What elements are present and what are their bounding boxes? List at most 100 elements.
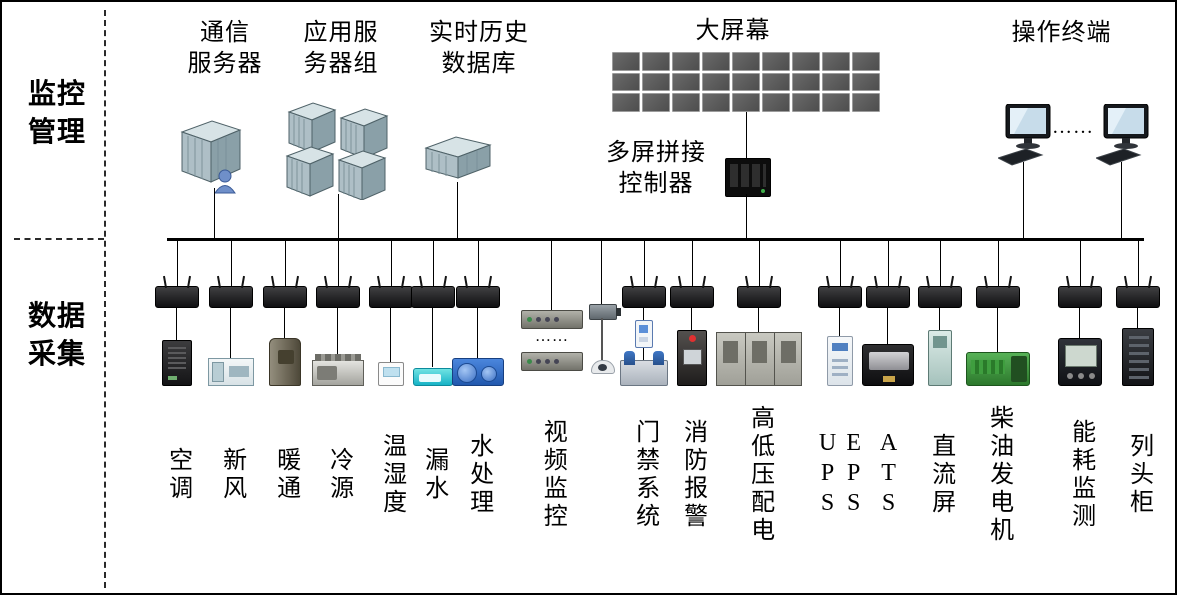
ats-breaker-icon	[862, 344, 914, 386]
bus-drop-line	[887, 240, 889, 286]
label-zone: 消防报警	[664, 392, 720, 557]
operator-terminal-label: 操作终端	[1011, 20, 1112, 46]
screen-cell	[702, 93, 730, 112]
device-zone	[203, 308, 259, 392]
wall-to-controller-line	[746, 112, 747, 158]
air-conditioner-icon	[162, 340, 192, 386]
terminal-ellipsis: ……	[1052, 116, 1094, 138]
device-zone	[310, 308, 366, 392]
data-gateway-icon	[456, 286, 500, 308]
channel-hv-lv-distribution: 高低压配电	[714, 240, 804, 557]
bus-drop-line	[939, 240, 941, 286]
channel-label: 高低压配电	[746, 404, 773, 545]
channel-label: 消防报警	[679, 418, 706, 531]
channel-label: 柴油发电机	[985, 404, 1012, 545]
splice-controller-label: 多屏拼接 控制器	[606, 140, 706, 197]
bus-drop-line	[758, 240, 760, 286]
data-gateway-icon	[209, 286, 253, 308]
channel-access-control: 门禁系统	[616, 240, 672, 557]
label-zone: ATS	[860, 392, 916, 557]
screen-cell	[732, 72, 760, 92]
bus-drop-line	[691, 240, 693, 286]
water-pump-icon	[452, 358, 504, 386]
device-zone	[616, 308, 672, 392]
channel-ups-eps: UPS EPS	[812, 240, 868, 557]
channel-air-conditioning: 空调	[149, 240, 205, 557]
label-zone: 列头柜	[1110, 392, 1166, 557]
comm-server-label: 通信 服务器	[187, 20, 263, 77]
screen-cell	[792, 72, 820, 92]
label-zone: 视频监控	[507, 392, 617, 557]
channel-label-eps: EPS	[840, 429, 867, 520]
label-zone: 门禁系统	[616, 392, 672, 557]
label-zone: 柴油发电机	[963, 392, 1033, 557]
channel-label: 温湿度	[378, 432, 405, 517]
device-zone	[963, 308, 1033, 392]
bus-drop-line	[601, 240, 602, 304]
label-zone: 直流屏	[912, 392, 968, 557]
channel-label-ups: UPS	[814, 429, 841, 520]
screen-cell	[822, 93, 850, 112]
bus-drop-line	[551, 240, 552, 310]
db-bus-line	[457, 182, 458, 239]
bus-drop-line	[839, 240, 841, 286]
channel-hvac: 暖通	[257, 240, 313, 557]
screen-cell	[612, 72, 640, 92]
device-zone	[812, 308, 868, 392]
label-zone: 温湿度	[363, 392, 419, 557]
data-gateway-icon	[155, 286, 199, 308]
terminal-bus-line	[1121, 162, 1122, 239]
data-gateway-icon	[976, 286, 1020, 308]
channel-label: 空调	[164, 446, 191, 503]
dome-camera-icon	[591, 360, 615, 374]
realtime-history-db-label: 实时历史 数据库	[429, 20, 529, 77]
ptz-camera-icon	[589, 304, 621, 360]
label-zone: 水处理	[450, 392, 506, 557]
screen-cell	[732, 93, 760, 112]
screen-cell	[702, 72, 730, 92]
energy-meter-icon	[1058, 338, 1102, 386]
layer-label-monitoring-management: 监控 管理	[27, 79, 86, 148]
network-bus-line	[167, 238, 1144, 241]
screen-cell	[792, 52, 820, 71]
screen-cell	[852, 93, 880, 112]
label-zone: 高低压配电	[714, 392, 804, 557]
channel-video-surveillance: …… 视频监控	[507, 240, 621, 557]
device-zone	[450, 308, 506, 392]
chiller-icon	[312, 354, 364, 386]
bus-drop-line	[176, 240, 178, 286]
screen-cell	[732, 52, 760, 71]
label-zone: 冷源	[310, 392, 366, 557]
screen-cell	[612, 93, 640, 112]
temp-humidity-panel-icon	[378, 362, 404, 386]
data-gateway-icon	[316, 286, 360, 308]
bus-drop-line	[230, 240, 232, 286]
hvac-boiler-icon	[269, 338, 301, 386]
channel-label: 能耗监测	[1067, 418, 1094, 531]
screen-cell	[672, 93, 700, 112]
leak-detector-icon	[413, 368, 453, 386]
channel-cooling-source: 冷源	[310, 240, 366, 557]
turnstile-icon	[620, 351, 668, 386]
bus-drop-line	[997, 240, 999, 286]
bus-drop-line	[337, 240, 339, 286]
screen-cell	[672, 52, 700, 71]
data-gateway-icon	[918, 286, 962, 308]
channel-label: 门禁系统	[631, 418, 658, 531]
screen-cell	[822, 72, 850, 92]
screen-cell	[792, 93, 820, 112]
fresh-air-unit-icon	[208, 358, 254, 386]
channel-fresh-air: 新风	[203, 240, 259, 557]
channel-label: 水处理	[465, 432, 492, 517]
dvr-icon	[521, 310, 583, 329]
label-zone: UPS EPS	[812, 392, 868, 557]
screen-cell	[702, 52, 730, 71]
channel-label: 直流屏	[927, 432, 954, 517]
device-zone	[149, 308, 205, 392]
channel-water-leak: 漏水	[405, 240, 461, 557]
dc-panel-icon	[928, 330, 952, 386]
screen-cell	[762, 72, 790, 92]
screen-cell	[852, 52, 880, 71]
comm-server-icon	[180, 120, 242, 194]
